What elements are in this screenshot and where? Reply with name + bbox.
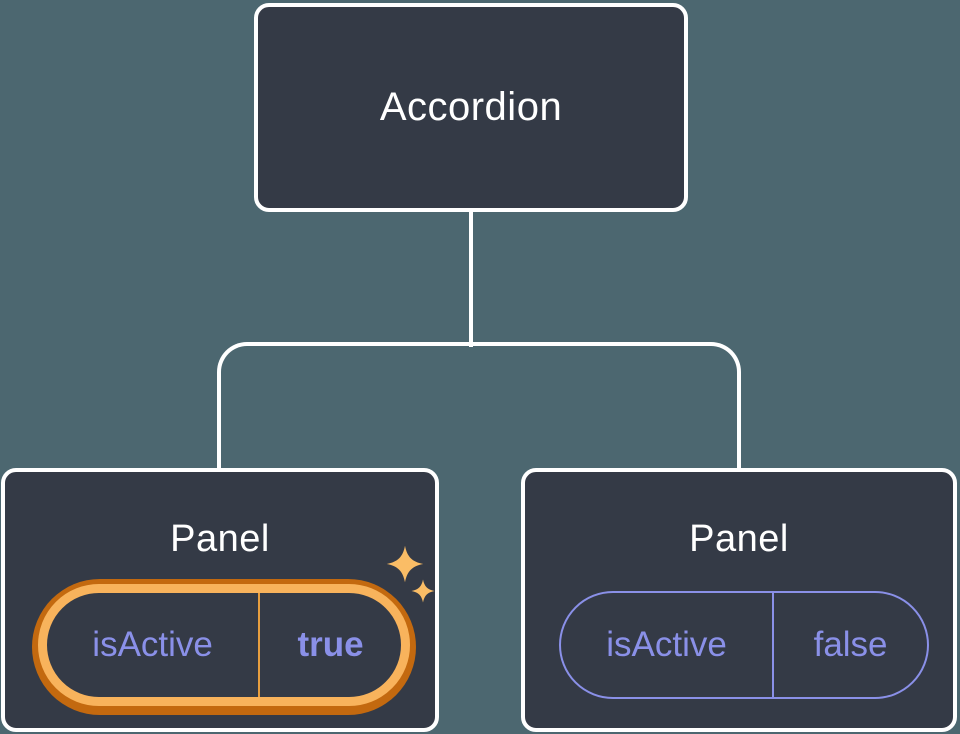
component-card-accordion: Accordion — [254, 3, 688, 212]
state-value: true — [297, 625, 364, 664]
state-pill-highlighted: isActive true — [32, 579, 416, 715]
sparkle-icon — [411, 579, 435, 603]
component-card-panel-active: Panel isActive true — [1, 468, 439, 732]
state-name: isActive — [47, 593, 261, 697]
connector-branch-bracket — [217, 342, 741, 472]
component-card-panel-inactive: Panel isActive false — [521, 468, 957, 732]
state-name: isActive — [561, 593, 775, 697]
state-pill-plain: isActive false — [559, 591, 929, 699]
sparkle-icon — [386, 545, 424, 583]
component-label-accordion: Accordion — [379, 85, 563, 129]
state-pill-inner: isActive true — [38, 584, 410, 706]
connector-root-line — [469, 211, 473, 347]
component-label-panel: Panel — [170, 518, 270, 560]
state-value: false — [813, 625, 888, 664]
component-label-panel: Panel — [689, 518, 789, 560]
